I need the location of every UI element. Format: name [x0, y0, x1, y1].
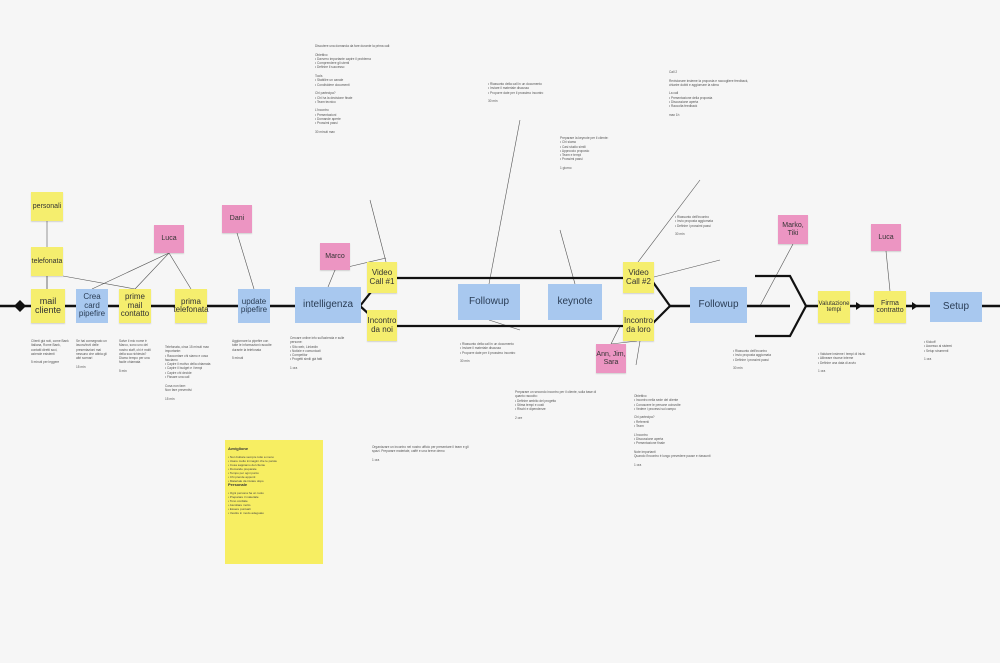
connector-9: [610, 325, 621, 345]
note-setup: • Kickoff • Accesso ai sistemi • Setup s…: [924, 340, 953, 362]
note-followup-top: • Riassunto della call in un documento •…: [488, 82, 544, 104]
connector-1: [134, 252, 170, 290]
note-followup-2-top: • Riassunto dell'incontro • Invio propos…: [675, 215, 713, 237]
note-prima-telefonata: Telefonata, circa 15 minuti max importan…: [165, 345, 211, 401]
note-proposta: Preparare un secondo incontro per il cli…: [515, 390, 597, 420]
connector-7: [327, 269, 336, 288]
checklist-title-2: Personale: [228, 482, 248, 487]
node-video-call-1[interactable]: Video Call #1: [367, 262, 397, 293]
note-update-pipefire: Aggiornare la pipefire con tutte le info…: [232, 339, 272, 361]
note-call-2: Call 2 Revisionare insieme la proposta e…: [669, 70, 749, 117]
connector-2: [168, 252, 192, 290]
note-incontro-noi: Organizzare un incontro nel nostro uffic…: [372, 445, 469, 462]
connector-0: [91, 252, 170, 290]
node-incontro-da-noi[interactable]: Incontro da noi: [367, 310, 397, 341]
connector-lines: [46, 119, 891, 366]
role-marco[interactable]: Marco: [320, 243, 350, 270]
node-incontro-da-loro[interactable]: Incontro da loro: [623, 310, 654, 341]
note-keynote: Preparare la keynote per il cliente: • C…: [560, 136, 609, 171]
note-prime-mail: Salve il mio nome è Marco, sono uno del …: [119, 339, 151, 374]
note-followup-1: • Riassunto della call in un documento •…: [460, 342, 516, 364]
connector-13: [369, 199, 387, 263]
node-setup[interactable]: Setup: [930, 292, 982, 322]
checklist-sticky: Avviglione • Non buttare sempre tutto a …: [225, 440, 323, 564]
connector-5: [62, 275, 136, 290]
connector-17: [635, 340, 641, 366]
note-incontro-loro: Obiettivo • Incontro nella sede del clie…: [634, 394, 711, 467]
checklist-title-1: Avviglione: [228, 446, 249, 451]
note-intelligenza: Cercare online info sull'azienda e sulle…: [290, 336, 345, 371]
node-followup-2[interactable]: Followup: [690, 287, 747, 323]
connector-15: [559, 229, 576, 285]
node-update-pipefire[interactable]: update pipefire: [238, 289, 270, 323]
source-personali[interactable]: personali: [31, 192, 63, 221]
node-crea-card[interactable]: Crea card pipefire: [76, 289, 108, 323]
node-prima-telefonata[interactable]: prima telefonata: [173, 289, 209, 323]
connector-6: [236, 232, 255, 290]
arrow-to-setup: [912, 302, 918, 310]
role-marko-tiki[interactable]: Marko, Tiki: [778, 215, 808, 244]
role-luca-2[interactable]: Luca: [871, 224, 901, 251]
role-dani[interactable]: Dani: [222, 205, 252, 233]
source-telefonata[interactable]: telefonata: [31, 247, 63, 276]
start-marker: [14, 300, 26, 312]
node-intelligenza[interactable]: intelligenza: [295, 287, 361, 323]
connector-10: [610, 340, 638, 345]
node-prime-mail[interactable]: prime mail contatto: [119, 289, 151, 323]
note-crea-card: Se hai consegnato un lavoro/invii delle …: [76, 339, 107, 369]
connector-12: [885, 250, 891, 292]
connector-14: [488, 119, 521, 285]
checklist-items-1: • Non buttare sempre tutto a meno • Usar…: [228, 455, 277, 483]
note-followup-2: • Riassunto dell'incontro • Invio propos…: [733, 349, 771, 371]
note-call-1: Discutere una domanda da fare durante la…: [315, 44, 391, 134]
node-mail-cliente[interactable]: mail cliente: [31, 289, 65, 323]
node-valutazione-tempi[interactable]: Valutazione tempi: [818, 291, 850, 323]
node-video-call-2[interactable]: Video Call #2: [623, 262, 654, 293]
connector-18: [637, 179, 701, 263]
role-ann-jim-sara[interactable]: Ann, Jim, Sara: [596, 344, 626, 373]
checklist-items-2: • Ogni persona ha un ruolo • Preparare i…: [228, 491, 264, 515]
role-luca-1[interactable]: Luca: [154, 225, 184, 253]
arrow-to-firma: [856, 302, 862, 310]
note-valutazione: • Valutare insieme i tempi di inizio • A…: [818, 352, 866, 374]
node-keynote[interactable]: keynote: [548, 284, 602, 320]
note-mail-cliente: Clienti già noti, come Bank Italiana, Ro…: [31, 339, 69, 365]
node-firma-contratto[interactable]: Firma contratto: [874, 291, 906, 323]
connector-19: [649, 259, 721, 279]
node-followup-1[interactable]: Followup: [458, 284, 520, 320]
